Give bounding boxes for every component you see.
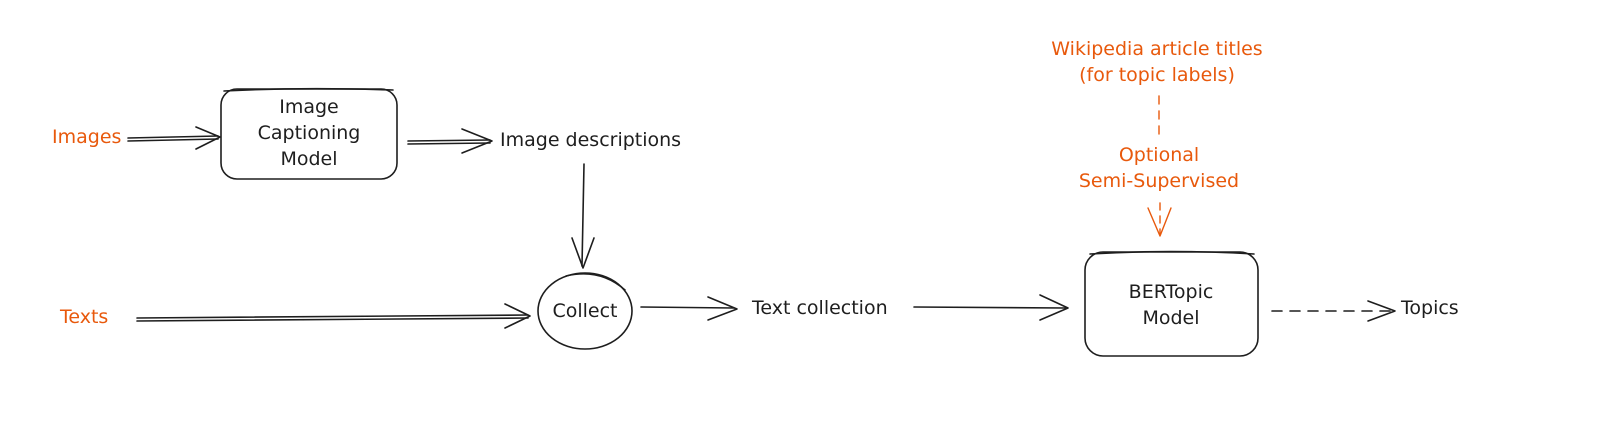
collect-label: Collect [552, 300, 617, 322]
captioning-model-label-line3: Model [280, 148, 337, 170]
images-input-label: Images [52, 126, 121, 148]
image-descriptions-label: Image descriptions [500, 129, 681, 151]
optional-label-line2: Semi-Supervised [1079, 170, 1239, 192]
arrow-descriptions-to-collect [571, 163, 595, 269]
bertopic-model-label-line2: Model [1142, 307, 1199, 329]
text-collection-label: Text collection [751, 297, 888, 319]
wikipedia-source-label-line2: (for topic labels) [1079, 64, 1235, 86]
arrow-collect-to-text-collection [640, 296, 738, 321]
captioning-model-label-line1: Image [279, 96, 339, 118]
dashed-arrow-optional-to-bertopic [1147, 202, 1172, 237]
captioning-model-box [220, 87, 398, 180]
bertopic-model-label-line1: BERTopic [1129, 281, 1214, 303]
wikipedia-source-label-line1: Wikipedia article titles [1051, 38, 1262, 60]
arrow-text-collection-to-bertopic [913, 294, 1069, 321]
topics-label: Topics [1400, 297, 1459, 319]
collect-node [537, 272, 633, 350]
captioning-model-label-line2: Captioning [258, 122, 361, 144]
arrow-bertopic-to-topics [1271, 300, 1396, 322]
optional-label-line1: Optional [1119, 144, 1199, 166]
bertopic-model-box [1084, 250, 1259, 357]
arrow-images-to-captioning [127, 126, 221, 150]
arrow-texts-to-collect [136, 303, 531, 329]
arrow-captioning-to-descriptions [407, 128, 493, 154]
texts-input-label: Texts [59, 306, 108, 328]
